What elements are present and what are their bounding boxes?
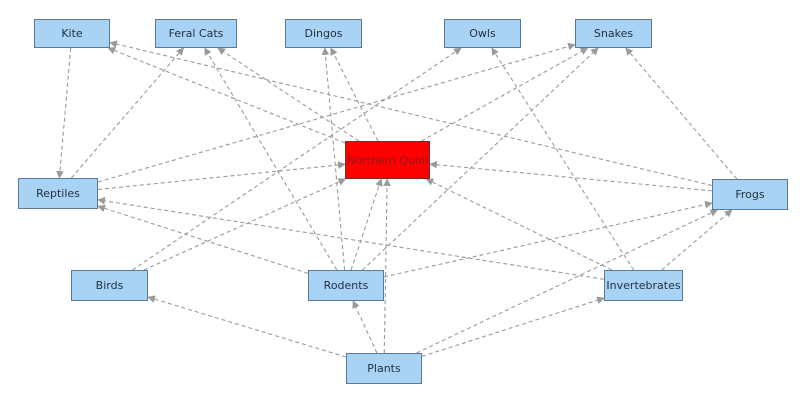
- node-invertebrates[interactable]: Invertebrates: [604, 270, 683, 301]
- edge-rodents-to-northern-quoll: [350, 178, 383, 271]
- edge-birds-to-owls: [132, 47, 462, 271]
- edge-invertebrates-to-owls: [491, 47, 635, 271]
- edge-rodents-to-snakes: [362, 47, 599, 271]
- edge-frogs-to-snakes: [625, 47, 738, 180]
- edge-reptiles-to-northern-quoll: [97, 161, 346, 190]
- node-rodents[interactable]: Rodents: [308, 270, 384, 301]
- edge-rodents-to-reptiles: [97, 204, 309, 274]
- edge-frogs-to-northern-quoll: [429, 160, 713, 192]
- edge-reptiles-to-snakes: [97, 42, 576, 183]
- edge-invertebrates-to-reptiles: [97, 197, 605, 280]
- edge-northern-quoll-to-feral-cats: [217, 47, 360, 142]
- node-owls[interactable]: Owls: [444, 19, 521, 48]
- node-plants[interactable]: Plants: [346, 353, 422, 384]
- node-kite[interactable]: Kite: [34, 19, 110, 48]
- edge-northern-quoll-to-snakes: [421, 47, 589, 142]
- edge-northern-quoll-to-kite: [107, 47, 346, 144]
- edge-reptiles-to-feral-cats: [70, 47, 184, 179]
- node-frogs[interactable]: Frogs: [712, 179, 788, 210]
- edge-birds-to-northern-quoll: [143, 178, 347, 271]
- edge-plants-to-northern-quoll: [383, 178, 391, 354]
- edge-rodents-to-dingos: [321, 47, 346, 271]
- edge-rodents-to-frogs: [383, 200, 713, 278]
- node-dingos[interactable]: Dingos: [285, 19, 362, 48]
- node-northern-quoll[interactable]: Northern Quoll: [345, 141, 430, 179]
- edge-frogs-to-kite: [109, 40, 713, 187]
- node-birds[interactable]: Birds: [71, 270, 148, 301]
- edge-rodents-to-feral-cats: [204, 47, 338, 271]
- edge-plants-to-invertebrates: [421, 296, 605, 357]
- node-reptiles[interactable]: Reptiles: [18, 178, 98, 209]
- node-feral-cats[interactable]: Feral Cats: [155, 19, 237, 48]
- node-snakes[interactable]: Snakes: [575, 19, 652, 48]
- edge-plants-to-rodents: [352, 300, 378, 354]
- edge-kite-to-reptiles: [56, 47, 72, 179]
- edge-northern-quoll-to-dingos: [330, 47, 379, 142]
- edge-invertebrates-to-frogs: [661, 209, 733, 271]
- edge-plants-to-birds: [147, 295, 347, 358]
